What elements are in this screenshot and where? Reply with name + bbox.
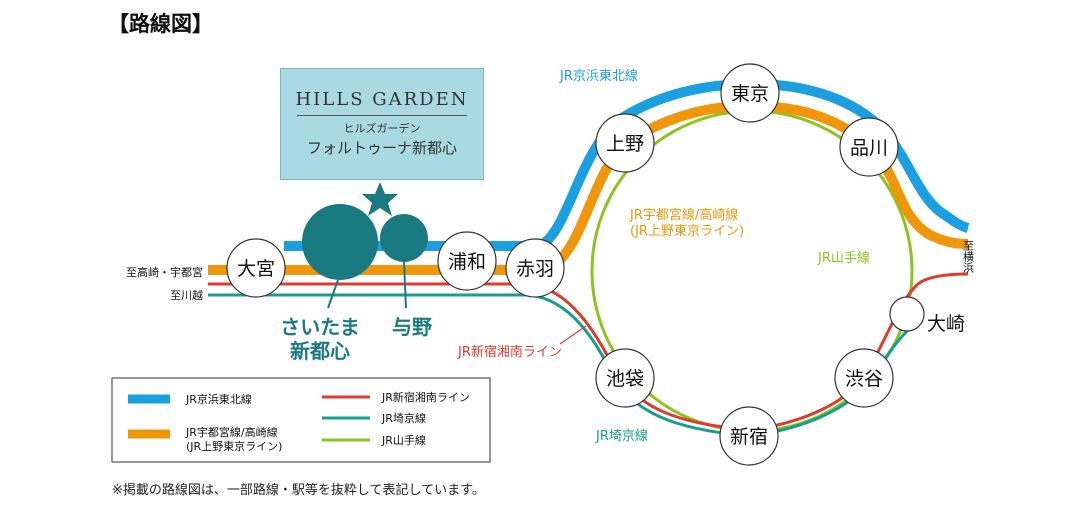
- station-ueno-label: 上野: [606, 133, 644, 155]
- legend-label-utsunomiya: JR宇都宮線/高崎線: [185, 425, 278, 439]
- dest-takasaki: 至高崎・宇都宮: [126, 265, 203, 279]
- utsunomiya-map-label-2: (JR上野東京ライン): [630, 223, 744, 239]
- station-shinjuku-label: 新宿: [730, 426, 768, 448]
- station-osaki-label: 大崎: [927, 313, 965, 335]
- station-shibuya-circle: [834, 348, 894, 408]
- station-omiya-label: 大宮: [237, 258, 275, 280]
- page-title: 【路線図】: [108, 12, 213, 36]
- station-ikebukuro-circle: [595, 348, 655, 408]
- saitama-label-2: 新都心: [290, 339, 350, 363]
- station-ueno-circle: [595, 113, 655, 173]
- shonan-map-label: JR新宿湘南ライン: [457, 344, 562, 360]
- station-osaki-circle: [889, 296, 925, 332]
- legend-label-keihin: JR京浜東北線: [185, 392, 252, 406]
- dest-yokohama: 至横浜: [962, 240, 975, 274]
- station-tokyo-circle: [720, 63, 780, 123]
- dest-kawagoe: 至川越: [170, 288, 203, 302]
- station-shinagawa-label: 品川: [850, 137, 888, 159]
- station-tokyo-label: 東京: [731, 83, 769, 105]
- property-name-en: HILLS GARDEN: [295, 89, 469, 110]
- yono-label: 与野: [392, 315, 432, 339]
- legend-label-shonan: JR新宿湘南ライン: [381, 390, 470, 404]
- legend-label-utsunomiya-2: (JR上野東京ライン): [186, 439, 282, 453]
- station-shinjuku-circle: [719, 406, 779, 466]
- station-urawa-label: 浦和: [448, 251, 486, 273]
- property-name-jp: フォルトゥーナ新都心: [306, 139, 457, 157]
- station-ikebukuro-label: 池袋: [606, 368, 644, 390]
- legend-label-saikyo: JR埼京線: [381, 411, 426, 425]
- station-akabane-label: 赤羽: [516, 258, 554, 280]
- saitama-leader: [327, 279, 339, 309]
- yono-leader: [403, 261, 407, 309]
- property-name-kana: ヒルズガーデン: [343, 122, 421, 135]
- footnote: ※掲載の路線図は、一部路線・駅等を抜粋して表記しています。: [112, 483, 485, 498]
- station-omiya-circle: [226, 238, 286, 298]
- shonan-leader: [559, 325, 587, 345]
- keihin-tohoku-line: [284, 78, 970, 251]
- property-name-divider: [297, 115, 467, 116]
- utsunomiya-map-label-1: JR宇都宮線/高崎線: [629, 207, 738, 223]
- station-shinagawa-circle: [839, 117, 899, 177]
- saikyo-map-label: JR埼京線: [595, 428, 648, 444]
- yamanote-map-label: JR山手線: [817, 250, 870, 266]
- station-urawa-circle: [437, 231, 497, 291]
- property-star-icon: [362, 182, 398, 216]
- yono-marker: [380, 214, 428, 262]
- legend-label-yamanote: JR山手線: [381, 433, 426, 447]
- station-akabane-circle: [505, 238, 565, 298]
- shonan-line: [208, 272, 969, 432]
- legend-box: [111, 377, 491, 463]
- property-name-box: HILLS GARDEN ヒルズガーデン フォルトゥーナ新都心: [280, 68, 484, 180]
- keihin-map-label: JR京浜東北線: [559, 68, 638, 84]
- station-shibuya-label: 渋谷: [845, 368, 883, 390]
- saitama-shintoshin-marker: [302, 204, 378, 280]
- saitama-label-1: さいたま: [280, 315, 359, 339]
